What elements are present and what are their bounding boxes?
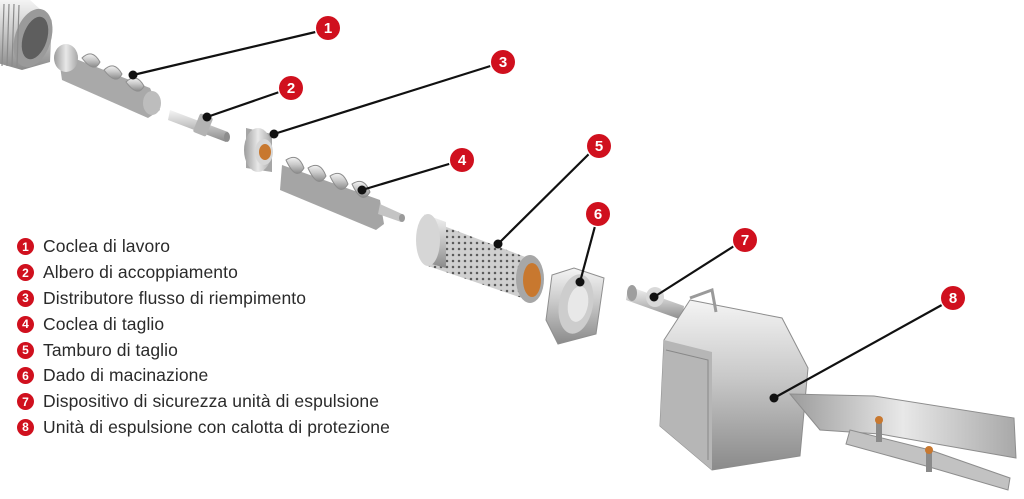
coupling-shaft-part (168, 110, 230, 142)
legend-badge: 6 (17, 367, 34, 385)
callout-badge-4: 4 (450, 148, 474, 172)
legend-item-4: 4 Coclea di taglio (17, 311, 477, 337)
housing-thread-part (0, 0, 53, 70)
grinding-nut-part (545, 267, 605, 345)
legend-label: Coclea di taglio (43, 313, 165, 334)
legend-badge: 5 (17, 341, 34, 359)
legend-label: Dispositivo di sicurezza unità di espuls… (43, 391, 380, 412)
legend-item-2: 2 Albero di accoppiamento (17, 260, 477, 286)
legend-label: Tamburo di taglio (43, 339, 178, 360)
legend-badge: 2 (17, 264, 34, 282)
leader-dots (128, 70, 779, 403)
legend-label: Distributore flusso di riempimento (43, 287, 307, 308)
legend-item-7: 7 Dispositivo di sicurezza unità di espul… (17, 389, 477, 415)
legend-item-8: 8 Unità di espulsione con calotta di prot… (17, 415, 477, 441)
legend-item-6: 6 Dado di macinazione (17, 363, 477, 389)
callout-badge-3: 3 (491, 50, 515, 74)
legend-badge: 1 (17, 238, 34, 256)
legend-label: Coclea di lavoro (43, 236, 171, 257)
callout-badge-5: 5 (587, 134, 611, 158)
cutting-drum-part (416, 214, 544, 303)
legend-badge: 3 (17, 289, 34, 307)
legend-label: Dado di macinazione (43, 365, 209, 386)
legend-label: Albero di accoppiamento (43, 262, 238, 283)
legend-badge: 7 (17, 393, 34, 411)
working-screw-part (54, 44, 161, 118)
safety-device-part (626, 285, 684, 320)
parts-legend: 1 Coclea di lavoro 2 Albero di accoppiamen… (17, 234, 477, 440)
callout-badge-1: 1 (316, 16, 340, 40)
leader-lines (132, 28, 950, 399)
callout-badge-7: 7 (733, 228, 757, 252)
expulsion-unit-part (659, 287, 1017, 491)
legend-badge: 4 (17, 315, 34, 333)
legend-item-1: 1 Coclea di lavoro (17, 234, 477, 260)
legend-item-5: 5 Tamburo di taglio (17, 337, 477, 363)
legend-badge: 8 (17, 418, 34, 436)
callout-badge-6: 6 (586, 202, 610, 226)
callout-badge-2: 2 (279, 76, 303, 100)
callout-badge-8: 8 (941, 286, 965, 310)
legend-item-3: 3 Distributore flusso di riempimento (17, 286, 477, 312)
cutting-screw-part (280, 156, 405, 230)
legend-label: Unità di espulsione con calotta di prote… (43, 416, 390, 437)
flow-distributor-part (244, 128, 273, 172)
